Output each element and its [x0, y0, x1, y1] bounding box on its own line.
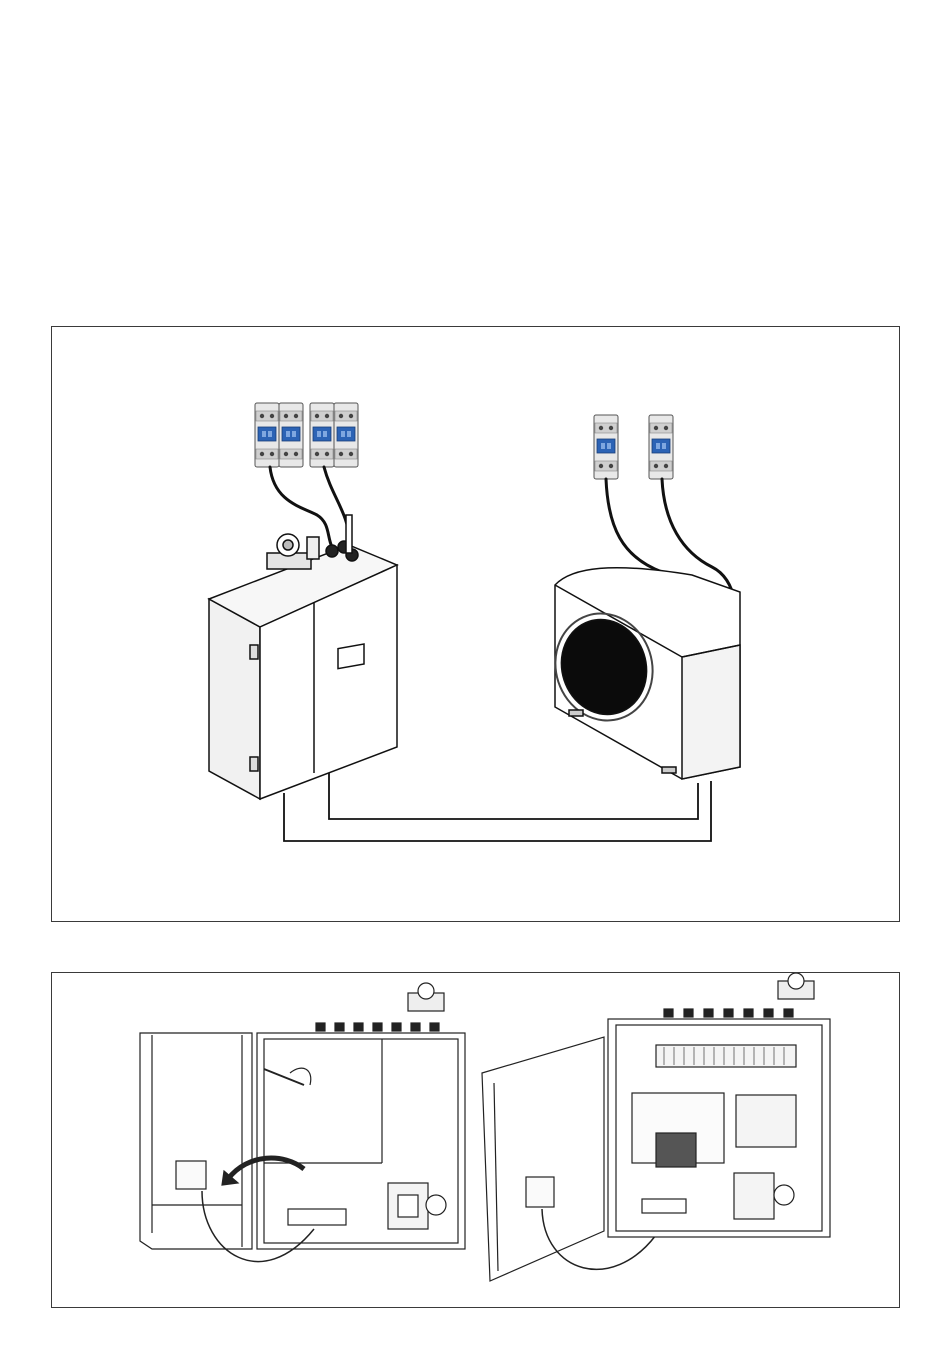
- outdoor-unit: [542, 568, 740, 779]
- indoor-unit: [209, 515, 397, 799]
- wiring-diagram-panel: [51, 326, 900, 922]
- cabinet-open-wired: [482, 973, 830, 1281]
- cabinet-interior-svg: [52, 973, 901, 1309]
- breakers-indoor-pair: [255, 403, 358, 467]
- circuit-breaker-icon: [649, 415, 673, 479]
- circuit-breaker-icon: [310, 403, 334, 467]
- wiring-diagram-svg: [52, 327, 901, 923]
- control-module: [526, 1177, 554, 1207]
- circuit-breaker-icon: [255, 403, 279, 467]
- cabinet-interior-panel: [51, 972, 900, 1308]
- interconnect-cable: [284, 773, 711, 841]
- cabinet-open-empty: [140, 983, 465, 1262]
- circuit-breaker-icon: [334, 403, 358, 467]
- circuit-breaker-icon: [594, 415, 618, 479]
- breakers-outdoor-pair: [594, 415, 673, 479]
- circuit-breaker-icon: [279, 403, 303, 467]
